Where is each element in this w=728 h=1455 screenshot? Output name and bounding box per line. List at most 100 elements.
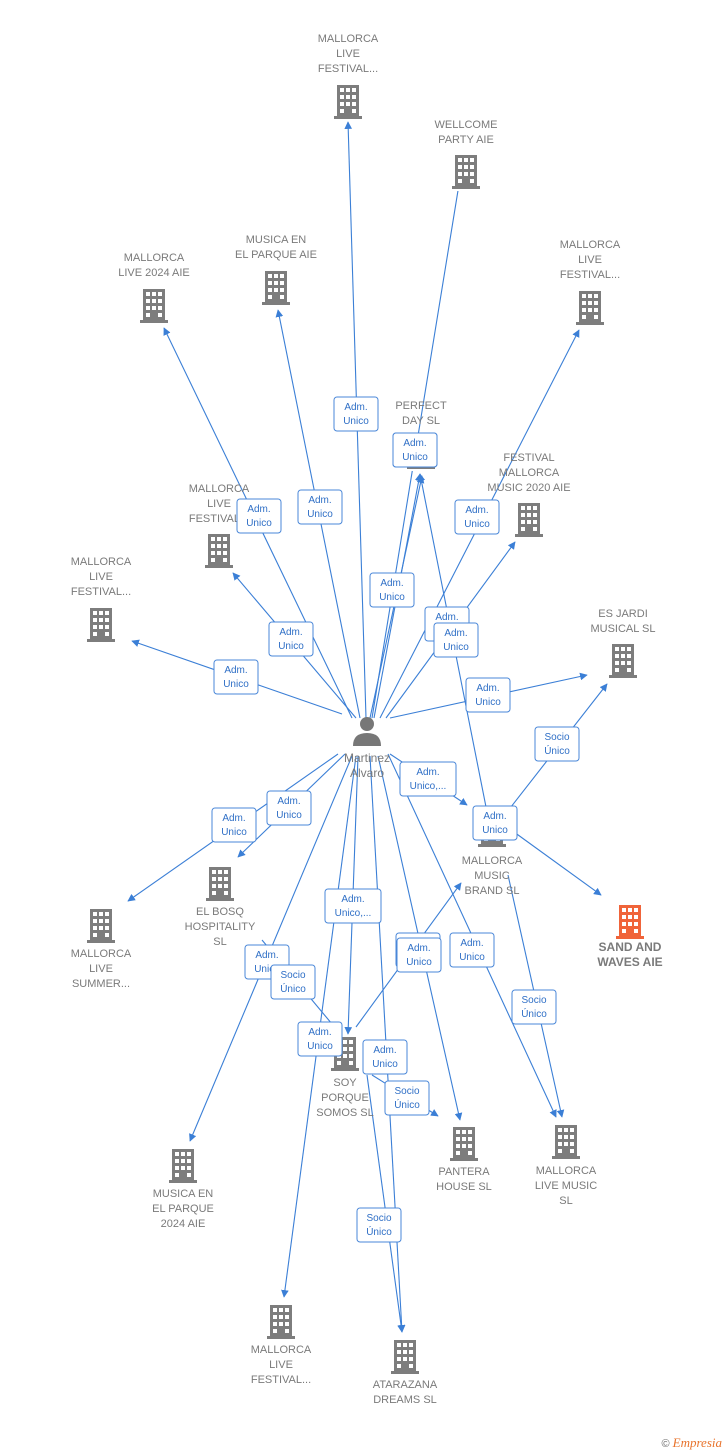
edge-label-box[interactable] — [333, 396, 379, 432]
building-icon — [140, 289, 168, 323]
edge-label-text: Adm. — [416, 767, 439, 778]
company-label: WELLCOME — [435, 119, 498, 131]
edge-label[interactable]: Adm.Unico — [333, 396, 379, 432]
edge-label[interactable]: Adm.Unico — [465, 677, 511, 713]
edge-label-text: Único — [544, 744, 570, 757]
edge-label-box[interactable] — [369, 572, 415, 608]
company-node-mlf_right[interactable]: MALLORCALIVEFESTIVAL... — [560, 239, 621, 327]
edge-label-box[interactable] — [399, 761, 457, 797]
edge-label[interactable]: Adm.Unico — [396, 937, 442, 973]
edge-label-text: Unico,... — [410, 781, 447, 792]
edge-label-text: Adm. — [460, 938, 483, 949]
edge-label[interactable]: Adm.Unico — [392, 432, 438, 468]
edge-label-box[interactable] — [534, 726, 580, 762]
building-icon — [169, 1149, 197, 1183]
edge-label[interactable]: Adm.Unico — [268, 621, 314, 657]
company-label: ATARAZANA — [373, 1379, 438, 1391]
company-label: DAY SL — [402, 415, 440, 427]
edge-label-box[interactable] — [511, 989, 557, 1025]
edge-label[interactable]: Adm.Unico — [449, 932, 495, 968]
edge-label-text: Socio — [394, 1086, 419, 1097]
edge-label-box[interactable] — [449, 932, 495, 968]
company-label: MALLORCA — [251, 1344, 312, 1356]
company-node-mlf_mid[interactable]: MALLORCALIVEFESTIVAL... — [189, 483, 250, 570]
edge-label[interactable]: Adm.Unico — [433, 622, 479, 658]
building-icon — [334, 85, 362, 119]
edge-label-box[interactable] — [392, 432, 438, 468]
edge-label[interactable]: Adm.Unico — [472, 805, 518, 841]
building-icon — [609, 644, 637, 678]
edge-label-text: Único — [394, 1098, 420, 1111]
company-node-mls[interactable]: MALLORCALIVESUMMER... — [71, 907, 132, 990]
edge-label-text: Unico — [223, 679, 249, 690]
company-node-mlf1[interactable]: MALLORCALIVEFESTIVAL... — [318, 33, 379, 121]
edge-label[interactable]: Adm.Unico — [213, 659, 259, 695]
edge-label-box[interactable] — [297, 1021, 343, 1057]
company-label: PANTERA — [438, 1166, 490, 1178]
edge-label-box[interactable] — [472, 805, 518, 841]
company-label: MALLORCA — [536, 1165, 597, 1177]
edge-label-box[interactable] — [454, 499, 500, 535]
edge-label-box[interactable] — [384, 1080, 430, 1116]
company-label: LIVE — [336, 48, 360, 60]
edge-label-box[interactable] — [433, 622, 479, 658]
edge-label-box[interactable] — [270, 964, 316, 1000]
edge-label[interactable]: Adm.Unico — [211, 807, 257, 843]
edge-label-box[interactable] — [213, 659, 259, 695]
company-node-mlf_bottom[interactable]: MALLORCALIVEFESTIVAL... — [251, 1303, 312, 1386]
edge-label-box[interactable] — [396, 937, 442, 973]
edge-label-box[interactable] — [266, 790, 312, 826]
edge-label-box[interactable] — [268, 621, 314, 657]
company-label: FESTIVAL... — [318, 63, 378, 75]
edge-label-box[interactable] — [465, 677, 511, 713]
edge-label-text: Unico — [379, 592, 405, 603]
edge-label-box[interactable] — [324, 888, 382, 924]
person-name: Martinez — [344, 751, 390, 765]
edge-label-box[interactable] — [297, 489, 343, 525]
copyright-icon: © — [661, 1438, 670, 1450]
edge-mm_brand-sand_waves — [513, 831, 602, 896]
company-node-mlf_left[interactable]: MALLORCALIVEFESTIVAL... — [71, 556, 132, 644]
edge-label-box[interactable] — [211, 807, 257, 843]
company-label: WAVES AIE — [597, 955, 662, 969]
edge-soy_porque-atarazana — [366, 1074, 405, 1333]
edge-label[interactable]: Adm.Unico — [297, 489, 343, 525]
edge-label[interactable]: Adm.Unico — [266, 790, 312, 826]
edge-label[interactable]: Adm.Unico — [236, 498, 282, 534]
company-label: FESTIVAL — [503, 452, 554, 464]
edge-label[interactable]: Adm.Unico,... — [324, 888, 382, 924]
brand-logo[interactable]: Empresia — [672, 1435, 722, 1450]
edge-label[interactable]: Adm.Unico — [369, 572, 415, 608]
edge-label-text: Socio — [366, 1213, 391, 1224]
company-label: MALLORCA — [124, 252, 185, 264]
edge-label[interactable]: Adm. Unico,... — [399, 761, 457, 797]
building-icon — [616, 905, 644, 939]
edge-label-text: Adm. — [222, 813, 245, 824]
edge-label-box[interactable] — [236, 498, 282, 534]
edge-label[interactable]: Adm.Unico — [454, 499, 500, 535]
edge-label[interactable]: Adm.Unico — [297, 1021, 343, 1057]
edge-label-box[interactable] — [362, 1039, 408, 1075]
edge-label[interactable]: Adm.Unico — [362, 1039, 408, 1075]
edge-label-box[interactable] — [356, 1207, 402, 1243]
company-label: MALLORCA — [499, 467, 560, 479]
company-label: FESTIVAL... — [560, 269, 620, 281]
